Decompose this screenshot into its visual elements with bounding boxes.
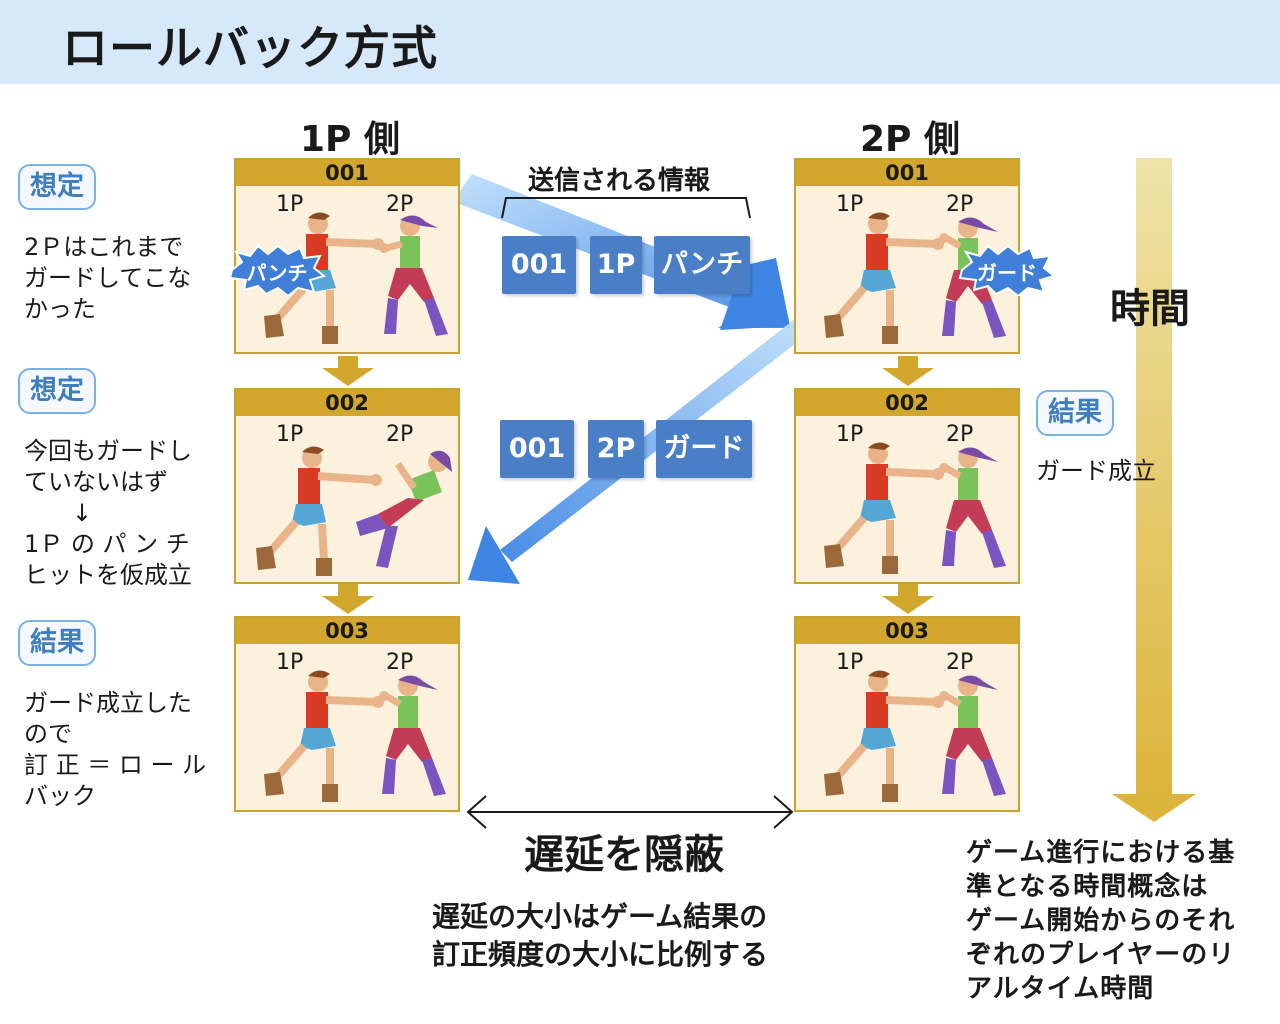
p1-label: 1P [836,192,864,217]
result-note-2: ガード成立 [1036,457,1156,485]
time-arrow [1112,158,1196,822]
p2-label: 2P [946,192,974,217]
p2-label: 2P [946,650,974,675]
result-tag-1: 結果 [18,620,96,666]
fighters-guard-scene [824,670,1006,802]
fighter-1p [824,442,944,574]
fighter-2p-knocked [356,450,452,568]
frame-number: 003 [236,618,458,644]
p1-label: 1P [836,422,864,447]
assumption-tag-1: 想定 [18,164,96,210]
p2-frame-002: 002 1P 2P [794,388,1020,584]
packet-2-frame: 001 [500,420,574,478]
fighter-2p-guarding [939,447,1006,568]
guard-burst-label: ガード [977,261,1037,285]
frame-step-arrows [322,356,934,614]
fighter-1p [824,670,944,802]
p2-side-header: 2P 側 [860,119,960,160]
sent-info-bracket [501,197,751,219]
p1-label: 1P [836,650,864,675]
p2-frame-003: 003 1P 2P [794,616,1020,812]
p1-label: 1P [276,650,304,675]
fighter-1p [264,670,384,802]
fighter-2p [379,215,448,336]
result-note-1: ガード成立した ので 訂 正 ＝ ロ ー ル バック [24,689,207,810]
result-tag-2: 結果 [1036,390,1114,436]
frame-number: 002 [796,390,1018,416]
p2-label: 2P [386,422,414,447]
delay-explanation: 遅延の大小はゲーム結果の 訂正頻度の大小に比例する [432,900,769,971]
title-band [0,0,1280,84]
packet-1-player: 1P [590,236,642,294]
time-concept-text: ゲーム進行における基 準となる時間概念は ゲーム開始からのそれ ぞれのプレイヤー… [966,838,1236,1004]
p1-frame-002: 002 1P 2P [234,388,460,584]
frame-number: 001 [796,160,1018,186]
p2-label: 2P [386,192,414,217]
fighter-2p-guarding [939,675,1006,796]
time-label: 時間 [1110,286,1190,332]
fighters-guard-scene [264,670,446,802]
page-title: ロールバック方式 [62,21,438,75]
fighters-guard-scene [824,442,1006,574]
assumption-note-2: 今回もガードし ていないはず ↓ 1Ｐ の パ ン チ ヒットを仮成立 [24,437,192,589]
p1-side-header: 1P 側 [300,119,400,160]
fighters-hit-scene [256,446,452,576]
packet-2-action: ガード [656,420,752,478]
packet-2-player: 2P [588,420,644,478]
delay-double-arrow [466,795,794,829]
punch-burst-icon: パンチ [228,244,326,296]
frame-number: 002 [236,390,458,416]
delay-hiding-label: 遅延を隠蔽 [524,832,724,878]
p1-frame-003: 003 1P 2P [234,616,460,812]
fighter-2p-guarding [939,217,1006,338]
fighter-1p [824,212,944,344]
fighter-1p [256,446,382,576]
p2-frame-001: 001 1P 2P [794,158,1020,354]
fighters-guard-scene [824,212,1006,344]
assumption-tag-2: 想定 [18,368,96,414]
frame-number: 001 [236,160,458,186]
guard-burst-icon: ガード [958,244,1056,296]
p1-label: 1P [276,422,304,447]
sent-info-label: 送信される情報 [528,166,711,196]
p2-label: 2P [946,422,974,447]
p2-label: 2P [386,650,414,675]
frame-number: 003 [796,618,1018,644]
send-arrow-2p-to-1p [468,318,808,584]
packet-1-action: パンチ [654,236,750,294]
assumption-note-1: 2Ｐはこれまで ガードしてこな かった [24,233,192,323]
punch-burst-label: パンチ [246,261,308,285]
fighter-2p-guarding [379,675,446,796]
p1-label: 1P [276,192,304,217]
packet-1-frame: 001 [502,236,576,294]
